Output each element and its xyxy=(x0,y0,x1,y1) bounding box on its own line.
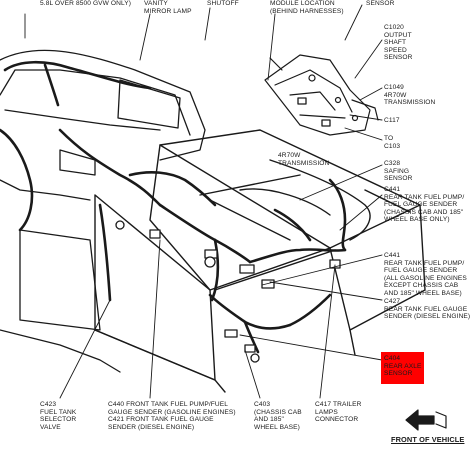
label-c117: C117 xyxy=(384,117,400,124)
label-c1020: C1020 OUTPUT SHAFT SPEED SENSOR xyxy=(384,24,413,62)
connectors xyxy=(115,97,341,363)
transmission-illustration xyxy=(264,54,379,136)
truck-bed xyxy=(94,129,426,393)
label-module-location: MODULE LOCATION (BEHIND HARNESSES) xyxy=(270,0,344,15)
wire-harness xyxy=(0,60,347,354)
label-transmission: 4R70W TRANSMISSION xyxy=(278,152,330,167)
label-c417: C417 TRAILER LAMPS CONNECTOR xyxy=(315,401,362,424)
label-c441-chassis-cab: C441 REAR TANK FUEL PUMP/ FUEL GAUGE SEN… xyxy=(384,186,465,224)
truck-cab xyxy=(0,49,206,373)
leader-lines xyxy=(24,4,383,399)
label-c1049: C1049 4R70W TRANSMISSION xyxy=(384,84,436,107)
label-c403: C403 (CHASSIS CAB AND 185" WHEEL BASE) xyxy=(254,401,302,431)
label-c427: C427 REAR TANK FUEL GAUGE SENDER (DIESEL… xyxy=(384,298,471,321)
label-c440-c421: C440 FRONT TANK FUEL PUMP/FUEL GAUGE SEN… xyxy=(108,401,236,431)
label-c404-highlighted: C404 REAR AXLE SENSOR xyxy=(381,352,424,384)
label-c328: C328 SAFING SENSOR xyxy=(384,160,413,183)
label-c423: C423 FUEL TANK SELECTOR VALVE xyxy=(40,401,77,431)
label-to-c103: TO C103 xyxy=(384,135,401,150)
label-sensor: SENSOR xyxy=(366,0,395,7)
label-gvw: 5.8L OVER 8500 GVW ONLY) xyxy=(40,0,132,7)
label-c441-gasoline: C441 REAR TANK FUEL PUMP/ FUEL GAUGE SEN… xyxy=(384,252,467,297)
label-vanity-mirror-lamp: VANITY MIRROR LAMP xyxy=(144,0,192,15)
label-shutoff: SHUTOFF xyxy=(207,0,239,7)
front-of-vehicle-arrow-icon xyxy=(405,409,447,431)
label-front-of-vehicle: FRONT OF VEHICLE xyxy=(391,435,465,444)
